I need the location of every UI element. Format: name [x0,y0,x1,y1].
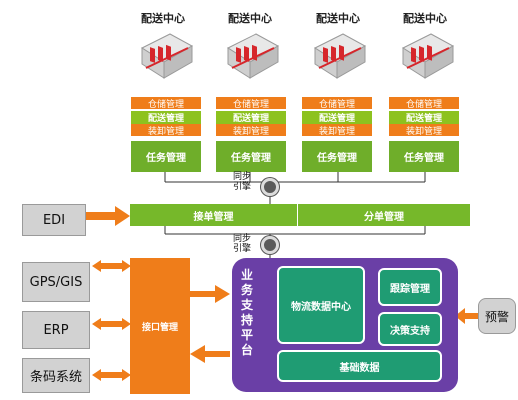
order-splitting: 分单管理 [364,211,404,223]
module-delivery: 配送管理 [216,111,286,124]
module-delivery: 配送管理 [131,111,201,124]
logistics-data-center: 物流数据中心 [277,266,365,344]
module-loading: 装卸管理 [216,124,286,137]
module-task: 任务管理 [216,141,286,172]
module-loading: 装卸管理 [131,124,201,137]
module-loading: 装卸管理 [302,124,372,137]
module-task: 任务管理 [302,141,372,172]
warehouse-illustration [136,28,196,79]
module-storage: 仓储管理 [131,97,201,110]
module-delivery: 配送管理 [389,111,459,124]
edi-box: EDI [22,204,86,236]
platform-title: 业务支持平台 [240,268,253,357]
module-delivery: 配送管理 [302,111,372,124]
dc-title: 配送中心 [316,12,360,25]
module-storage: 仓储管理 [216,97,286,110]
interface-management: 接口管理 [130,258,190,394]
dc-title: 配送中心 [141,12,185,25]
dc-title: 配送中心 [228,12,272,25]
barcode-system-box: 条码系统 [22,358,90,393]
gear-icon [261,178,279,196]
sync-engine-label-top: 同步引擎 [233,172,252,192]
module-storage: 仓储管理 [302,97,372,110]
erp-box: ERP [22,311,90,349]
base-data: 基础数据 [277,350,442,382]
warehouse-illustration [397,28,457,79]
decision-support: 决策支持 [378,312,442,346]
warehouse-illustration [309,28,369,79]
warehouse-illustration [222,28,282,79]
alert-box: 预警 [478,298,516,334]
gear-icon [261,236,279,254]
order-receiving: 接单管理 [130,204,298,226]
module-task: 任务管理 [131,141,201,172]
order-management-bar: 接单管理 分单管理 [130,204,470,226]
module-storage: 仓储管理 [389,97,459,110]
module-task: 任务管理 [389,141,459,172]
module-loading: 装卸管理 [389,124,459,137]
gps-gis-box: GPS/GIS [22,262,90,302]
dc-title: 配送中心 [403,12,447,25]
sync-engine-label-bottom: 同步引擎 [233,234,252,254]
tracking-management: 跟踪管理 [378,268,442,306]
